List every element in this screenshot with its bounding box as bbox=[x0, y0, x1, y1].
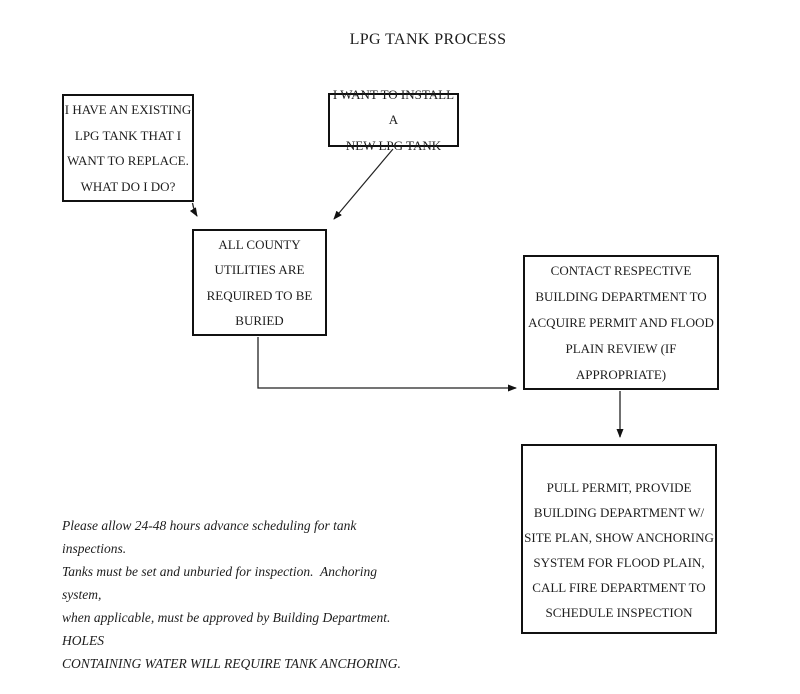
arrow-new-to-buried bbox=[333, 148, 394, 220]
arrow-buried-to-contact bbox=[257, 337, 517, 392]
diagram-title: LPG TANK PROCESS bbox=[349, 31, 507, 48]
flow-box-contact-building-dept-text: CONTACT RESPECTIVE BUILDING DEPARTMENT T… bbox=[528, 262, 714, 382]
flow-box-existing-tank-text: I HAVE AN EXISTING LPG TANK THAT I WANT … bbox=[64, 102, 192, 194]
flow-box-pull-permit: PULL PERMIT, PROVIDE BUILDING DEPARTMENT… bbox=[521, 444, 717, 634]
flow-box-utilities-buried-text: ALL COUNTY UTILITIES ARE REQUIRED TO BE … bbox=[206, 236, 313, 329]
arrow-existing-to-buried bbox=[189, 202, 198, 217]
flow-box-existing-tank: I HAVE AN EXISTING LPG TANK THAT I WANT … bbox=[62, 94, 194, 202]
flow-box-new-tank: I WANT TO INSTALL A NEW LPG TANK bbox=[328, 87, 459, 153]
flow-box-pull-permit-text: PULL PERMIT, PROVIDE BUILDING DEPARTMENT… bbox=[524, 480, 714, 620]
flow-box-utilities-buried: ALL COUNTY UTILITIES ARE REQUIRED TO BE … bbox=[192, 229, 327, 336]
flow-box-contact-building-dept: CONTACT RESPECTIVE BUILDING DEPARTMENT T… bbox=[523, 255, 719, 390]
inspection-note: Please allow 24-48 hours advance schedul… bbox=[62, 518, 401, 671]
flow-box-new-tank-text: I WANT TO INSTALL A NEW LPG TANK bbox=[332, 86, 455, 153]
